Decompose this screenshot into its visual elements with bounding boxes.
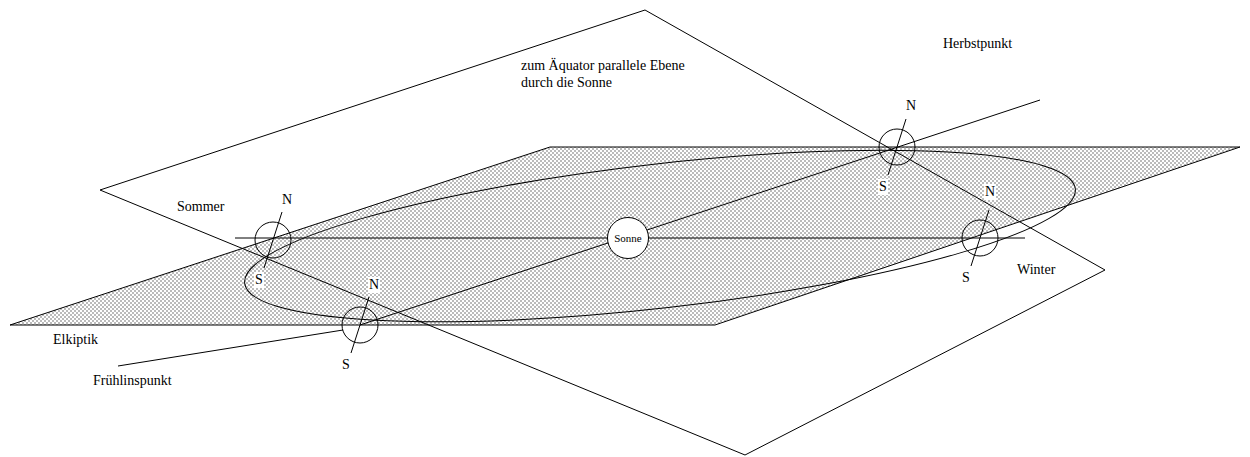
earth-axis (971, 210, 989, 266)
node-text: Sonne (614, 232, 642, 244)
earth-spring (342, 297, 378, 353)
earth-orbit (237, 117, 1084, 355)
point-label: Herbstpunkt (942, 36, 1013, 53)
plane-label: zum Äquator parallele Ebene durch die So… (520, 58, 714, 92)
earth-axis (264, 212, 282, 268)
point-label: Frühlinspunkt (92, 373, 173, 390)
earth-axis (888, 119, 906, 175)
pole-letter: N (368, 277, 380, 294)
leader-line (118, 330, 343, 366)
season-label: Winter (1016, 262, 1056, 279)
plane-label: Elkiptik (52, 332, 99, 349)
pole-letter: N (281, 192, 293, 209)
season-label: Sommer (176, 199, 225, 216)
earth-axis (351, 297, 369, 353)
earth-winter (962, 210, 998, 266)
earth-summer (255, 212, 291, 268)
pole-letter: S (961, 270, 971, 287)
ecliptic-plane (10, 147, 1240, 325)
pole-letter: S (254, 272, 264, 289)
pole-letter: N (984, 184, 996, 201)
equator-parallel-plane (100, 10, 1105, 455)
sun-circle: Sonne (607, 217, 649, 259)
pole-letter: S (341, 357, 351, 374)
earth-autumn (879, 119, 915, 175)
equinox-line (360, 100, 1040, 325)
pole-letter: S (878, 179, 888, 196)
pole-letter: N (905, 98, 917, 115)
